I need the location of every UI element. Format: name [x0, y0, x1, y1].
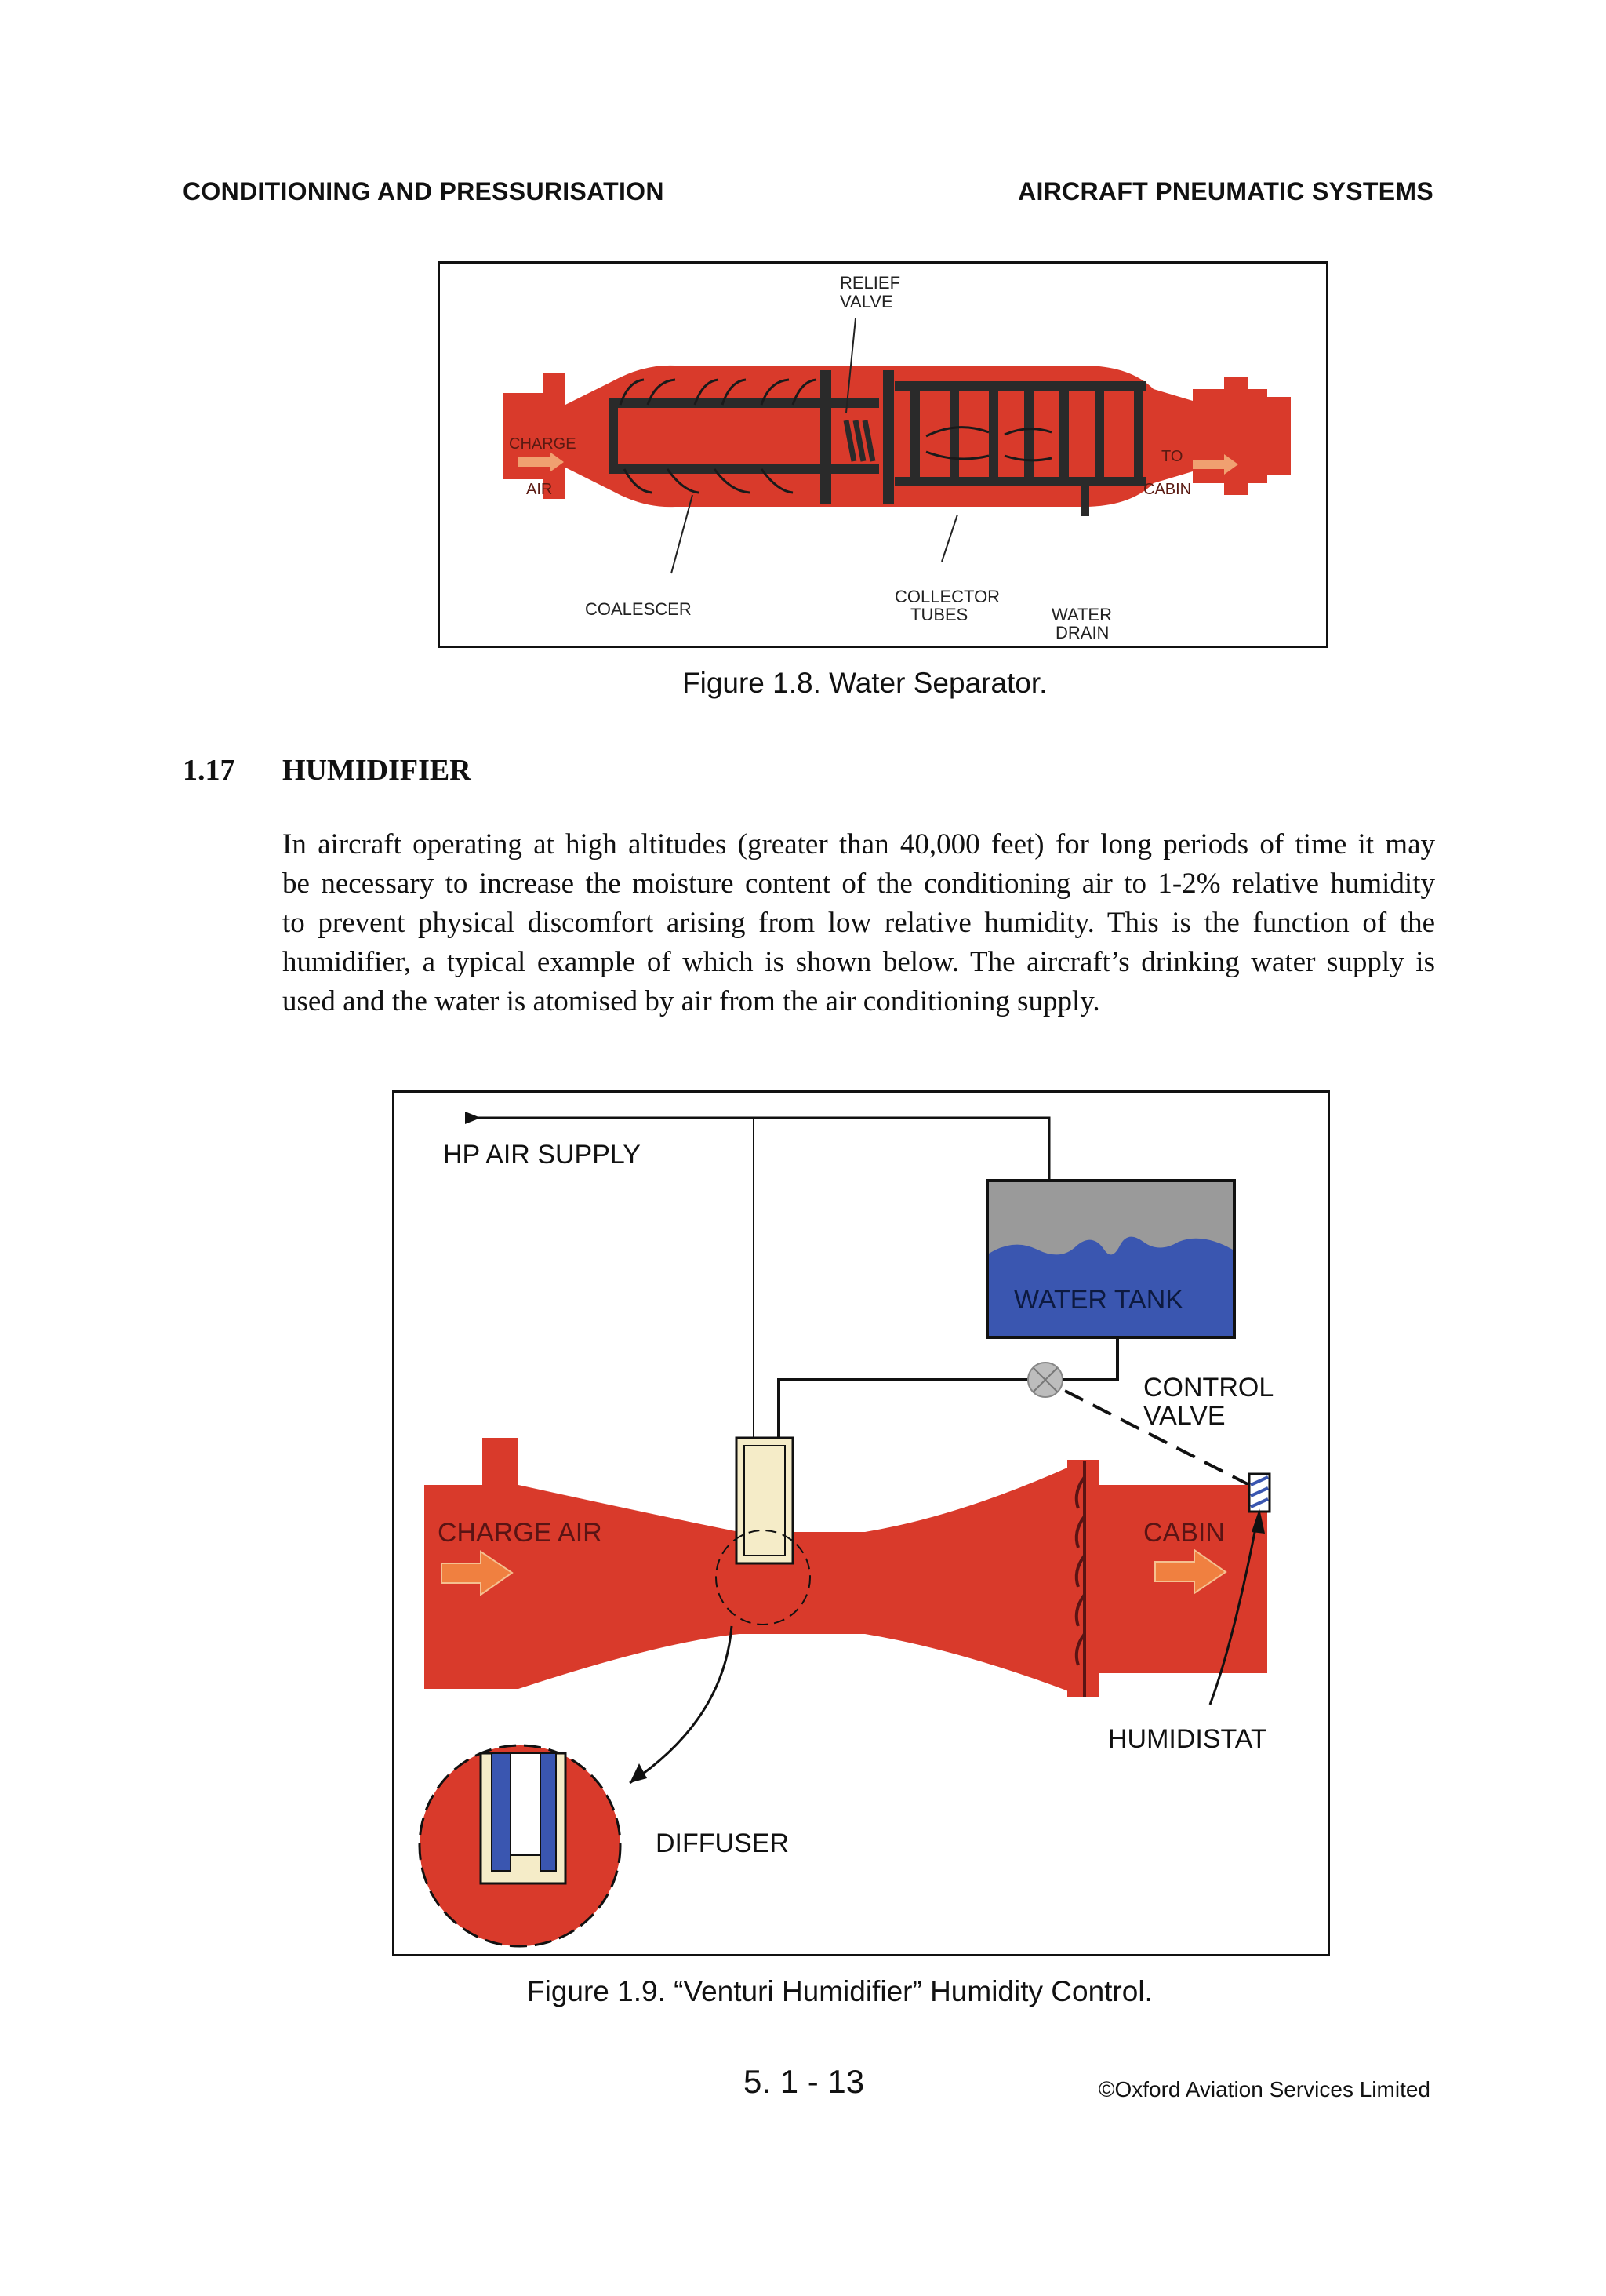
humidifier-paragraph: In aircraft operating at high altitudes … — [282, 825, 1435, 1021]
charge-air-flow-arrow — [441, 1550, 514, 1596]
figure-1-9-caption: Figure 1.9. “Venturi Humidifier” Humidit… — [527, 1975, 1153, 2007]
charge-air-label: CHARGE AIR — [438, 1518, 602, 1548]
collector-tubes-label: COLLECTOR — [895, 587, 1000, 606]
collector-tubes-label-2: TUBES — [910, 605, 968, 624]
control-signal-line — [1064, 1389, 1250, 1486]
cabin-flow-arrow — [1154, 1548, 1227, 1595]
water-drain-label-2: DRAIN — [1056, 623, 1109, 642]
diffuser-label: DIFFUSER — [656, 1828, 789, 1858]
baffle-plates — [1074, 1461, 1086, 1697]
charge-air-arrow — [518, 452, 564, 472]
atomiser-nozzle — [715, 1436, 811, 1625]
charge-air-label: CHARGE — [509, 435, 576, 453]
humidistat-leader — [1208, 1519, 1259, 1705]
paragraph-line: to prevent physical discomfort arising f… — [282, 907, 1435, 939]
control-valve-label-2: VALVE — [1143, 1401, 1226, 1431]
paragraph-line: used and the water is atomised by air fr… — [282, 985, 1100, 1017]
water-tank-label: WATER TANK — [1014, 1285, 1183, 1315]
diffuser-arrow-icon — [630, 1763, 647, 1783]
humidistat-icon — [1248, 1472, 1271, 1513]
separator-leader-lines — [670, 318, 958, 574]
water-separator-diagram: RELIEF VALVE CHARGE AIR TO CABIN COALESC… — [503, 273, 1291, 642]
section-title: HUMIDIFIER — [282, 754, 471, 787]
venturi-humidifier-diagram: HP AIR SUPPLY WATER TANK CONTROL VALVE — [418, 1112, 1274, 1948]
to-cabin-arrow — [1193, 454, 1238, 475]
diffuser-detail — [418, 1744, 622, 1948]
coalescer-label: COALESCER — [585, 599, 692, 619]
section-number: 1.17 — [183, 754, 235, 787]
venturi-duct — [424, 1438, 1267, 1697]
water-drain-label: WATER — [1052, 605, 1112, 624]
relief-valve-label: RELIEF — [840, 273, 900, 293]
venturi-humidifier-figure: HP AIR SUPPLY WATER TANK CONTROL VALVE — [392, 1090, 1330, 1956]
relief-valve-label-2: VALVE — [840, 292, 893, 311]
paragraph-line: be necessary to increase the moisture co… — [282, 868, 1435, 900]
control-valve-label: CONTROL — [1143, 1373, 1274, 1403]
paragraph-line: In aircraft operating at high altitudes … — [282, 828, 1435, 861]
figure-1-8-caption: Figure 1.8. Water Separator. — [682, 667, 1048, 699]
control-valve-icon — [1027, 1362, 1063, 1398]
relief-valve-slats — [843, 420, 876, 462]
header-right: AIRCRAFT PNEUMATIC SYSTEMS — [1018, 177, 1433, 206]
water-separator-figure: RELIEF VALVE CHARGE AIR TO CABIN COALESC… — [438, 261, 1328, 648]
charge-air-label-2: AIR — [526, 481, 552, 498]
diffuser-leader — [629, 1625, 733, 1785]
humidistat-label: HUMIDISTAT — [1108, 1724, 1267, 1754]
page-number: 5. 1 - 13 — [743, 2063, 865, 2100]
paragraph-line: humidifier, a typical example of which i… — [282, 946, 1435, 978]
header-left: CONDITIONING AND PRESSURISATION — [183, 177, 664, 206]
cabin-label: CABIN — [1143, 1518, 1225, 1548]
hp-air-arrow-icon — [465, 1112, 481, 1124]
hp-air-supply-line — [465, 1116, 1051, 1181]
to-cabin-label: TO — [1161, 448, 1183, 465]
airflow-swirls — [619, 378, 1052, 494]
hp-air-supply-label: HP AIR SUPPLY — [443, 1140, 641, 1170]
water-feed-pipe — [777, 1337, 1119, 1438]
water-tank — [986, 1179, 1236, 1339]
copyright-notice: ©Oxford Aviation Services Limited — [1098, 2077, 1430, 2101]
to-cabin-label-2: CABIN — [1143, 481, 1191, 498]
humidistat-arrow-icon — [1252, 1508, 1265, 1534]
